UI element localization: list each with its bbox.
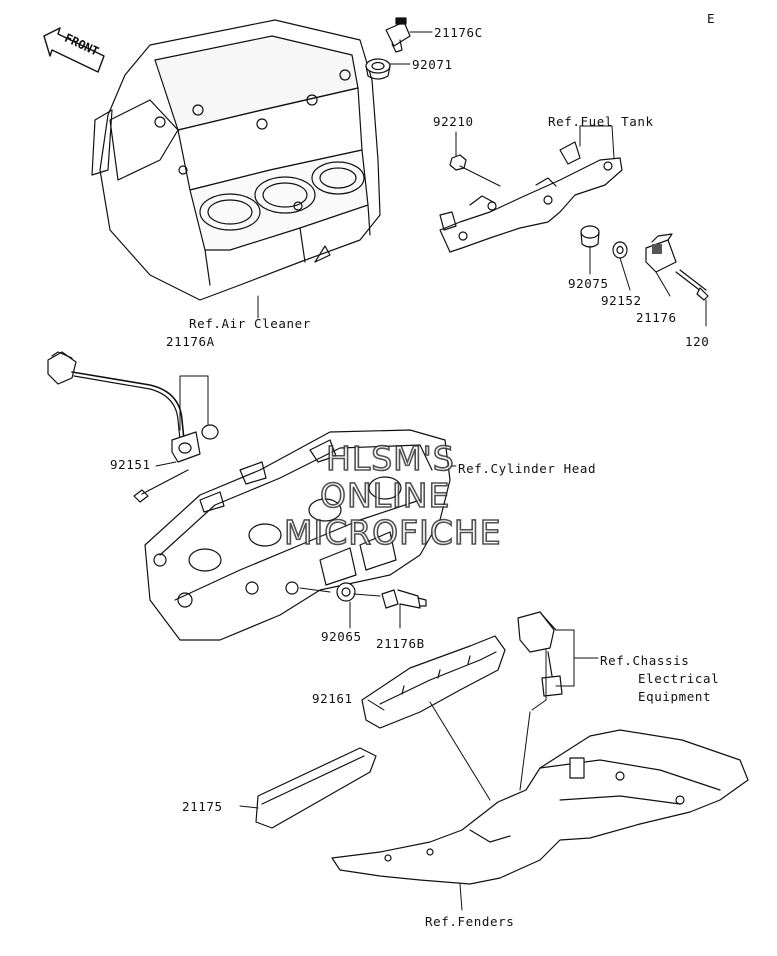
part-label-92071: 92071	[412, 57, 453, 72]
watermark-line1: HLSM'S	[325, 439, 455, 479]
part-label-120: 120	[685, 334, 710, 349]
oring-21176a	[201, 424, 219, 440]
front-arrow-icon: FRONT	[43, 27, 105, 73]
sensor-21176c	[385, 17, 411, 53]
washer-92152	[612, 241, 628, 259]
part-label-92161: 92161	[312, 691, 353, 706]
leader-lines	[155, 31, 707, 911]
grommet-92075	[580, 225, 600, 248]
part-label-21176: 21176	[636, 310, 677, 325]
ref-chassis-line1: Ref.Chassis	[600, 653, 690, 668]
rear-fender-tray	[331, 729, 749, 885]
ref-fenders: Ref.Fenders	[425, 914, 515, 929]
watermark-line2: ONLINE	[319, 476, 451, 516]
part-label-21176c: 21176C	[434, 25, 483, 40]
bolt-92151	[133, 469, 189, 503]
part-label-21175: 21175	[182, 799, 223, 814]
ref-chassis-line3: Equipment	[638, 689, 712, 704]
ref-air-cleaner: Ref.Air Cleaner	[189, 316, 311, 331]
connector-chassis-electrical	[517, 611, 563, 697]
bolt-120	[675, 269, 709, 301]
watermark-line3: MICROFICHE	[283, 513, 502, 553]
ecu-21175	[255, 747, 377, 829]
part-label-92065: 92065	[321, 629, 362, 644]
part-label-21176a: 21176A	[166, 334, 215, 349]
air-cleaner-housing	[91, 19, 381, 301]
washer-92065	[336, 582, 356, 602]
grommet-92071	[365, 58, 391, 80]
part-label-92075: 92075	[568, 276, 609, 291]
sensor-21176b	[381, 589, 427, 609]
ref-fuel-tank: Ref.Fuel Tank	[548, 114, 654, 129]
sensor-21176a-harness	[47, 351, 201, 463]
part-label-92152: 92152	[601, 293, 642, 308]
part-label-92210: 92210	[433, 114, 474, 129]
ref-cylinder-head: Ref.Cylinder Head	[458, 461, 597, 476]
ref-chassis-line2: Electrical	[638, 671, 720, 686]
part-label-21176b: 21176B	[376, 636, 425, 651]
fuel-tank-bracket	[439, 141, 623, 253]
part-label-92151: 92151	[110, 457, 151, 472]
cover-92161	[361, 635, 506, 729]
page-code: E	[707, 11, 716, 26]
sensor-21176	[645, 233, 677, 273]
cylinder-head	[144, 429, 451, 641]
